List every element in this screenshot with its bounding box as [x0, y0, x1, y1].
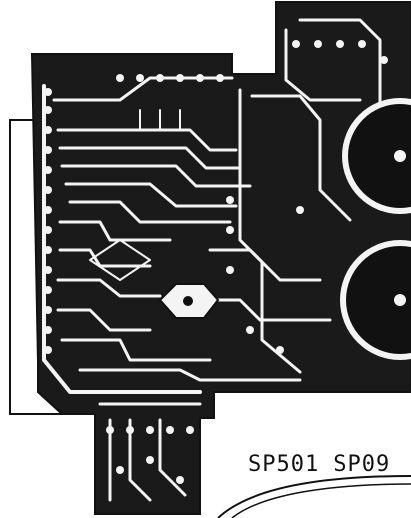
label-sp09: SP09: [333, 452, 391, 477]
external-wire: [9, 119, 95, 415]
large-pad-lower: [340, 240, 411, 360]
hexagon-component: [158, 283, 220, 319]
solder-pads: [44, 40, 388, 484]
large-pad-upper: [342, 98, 411, 214]
label-sp501: SP501: [248, 452, 320, 477]
speaker-outline: [217, 475, 411, 518]
speaker-labels: SP501 SP09: [248, 452, 390, 477]
